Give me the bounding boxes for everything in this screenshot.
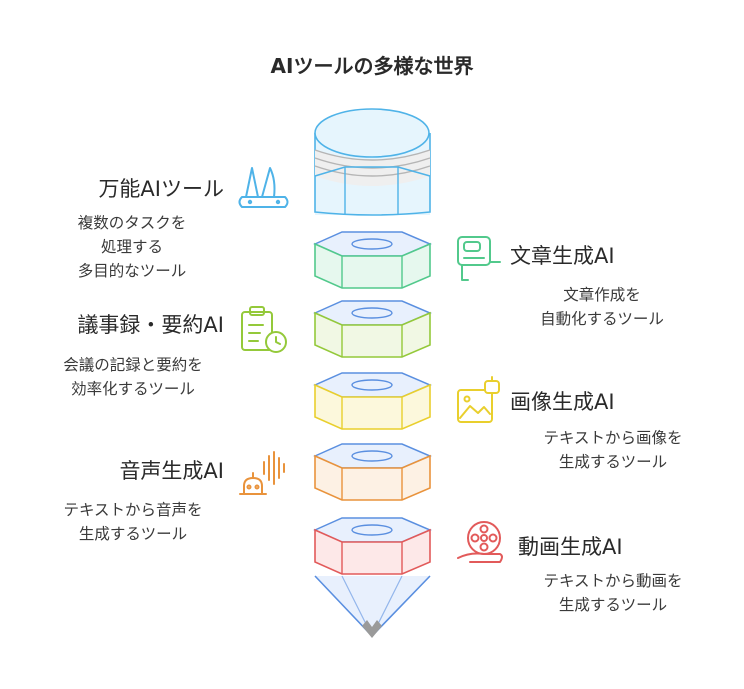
- desc-general-line-1: 複数のタスクを: [77, 214, 187, 232]
- desc-summary-line-1: 会議の記録と要約を: [63, 356, 203, 374]
- top-cylinder: [314, 108, 431, 216]
- film-reel-icon: [457, 521, 503, 563]
- desc-text: 文章作成を 自動化するツール: [512, 283, 692, 331]
- segment-summary: [313, 300, 432, 358]
- desc-general-line-2: 処理する: [100, 238, 163, 256]
- segment-image: [313, 372, 432, 430]
- segment-voice: [313, 443, 432, 501]
- heading-video: 動画生成AI: [518, 535, 623, 559]
- heading-general: 万能AIツール: [98, 177, 224, 201]
- desc-voice-line-1: テキストから音声を: [63, 501, 203, 519]
- voice-robot-icon: [239, 451, 285, 495]
- segment-text: [313, 231, 432, 289]
- diagram-title: AIツールの多様な世界: [270, 54, 474, 78]
- desc-general-line-3: 多目的なツール: [77, 262, 187, 280]
- desc-summary-line-2: 効率化するツール: [71, 380, 195, 398]
- heading-voice: 音声生成AI: [119, 459, 224, 483]
- desc-image-line-1: テキストから画像を: [543, 429, 683, 447]
- heading-summary: 議事録・要約AI: [77, 313, 224, 337]
- pencil-tip: [314, 575, 431, 638]
- segment-video: [313, 517, 432, 575]
- typewriter-icon: [457, 236, 501, 281]
- clipboard-clock-icon: [241, 306, 287, 353]
- desc-voice: テキストから音声を 生成するツール: [38, 498, 228, 546]
- desc-summary: 会議の記録と要約を 効率化するツール: [38, 353, 228, 401]
- swiss-knife-icon: [238, 167, 289, 208]
- desc-video-line-1: テキストから動画を: [543, 572, 683, 590]
- desc-general: 複数のタスクを 処理する 多目的なツール: [40, 211, 224, 283]
- desc-video-line-2: 生成するツール: [558, 596, 668, 614]
- desc-text-line-1: 文章作成を: [563, 286, 641, 304]
- desc-voice-line-2: 生成するツール: [78, 525, 188, 543]
- image-robot-icon: [457, 376, 500, 423]
- desc-video: テキストから動画を 生成するツール: [518, 569, 708, 617]
- heading-image: 画像生成AI: [510, 390, 615, 414]
- heading-text: 文章生成AI: [510, 244, 615, 268]
- desc-image: テキストから画像を 生成するツール: [518, 426, 708, 474]
- desc-image-line-2: 生成するツール: [558, 453, 668, 471]
- desc-text-line-2: 自動化するツール: [540, 310, 664, 328]
